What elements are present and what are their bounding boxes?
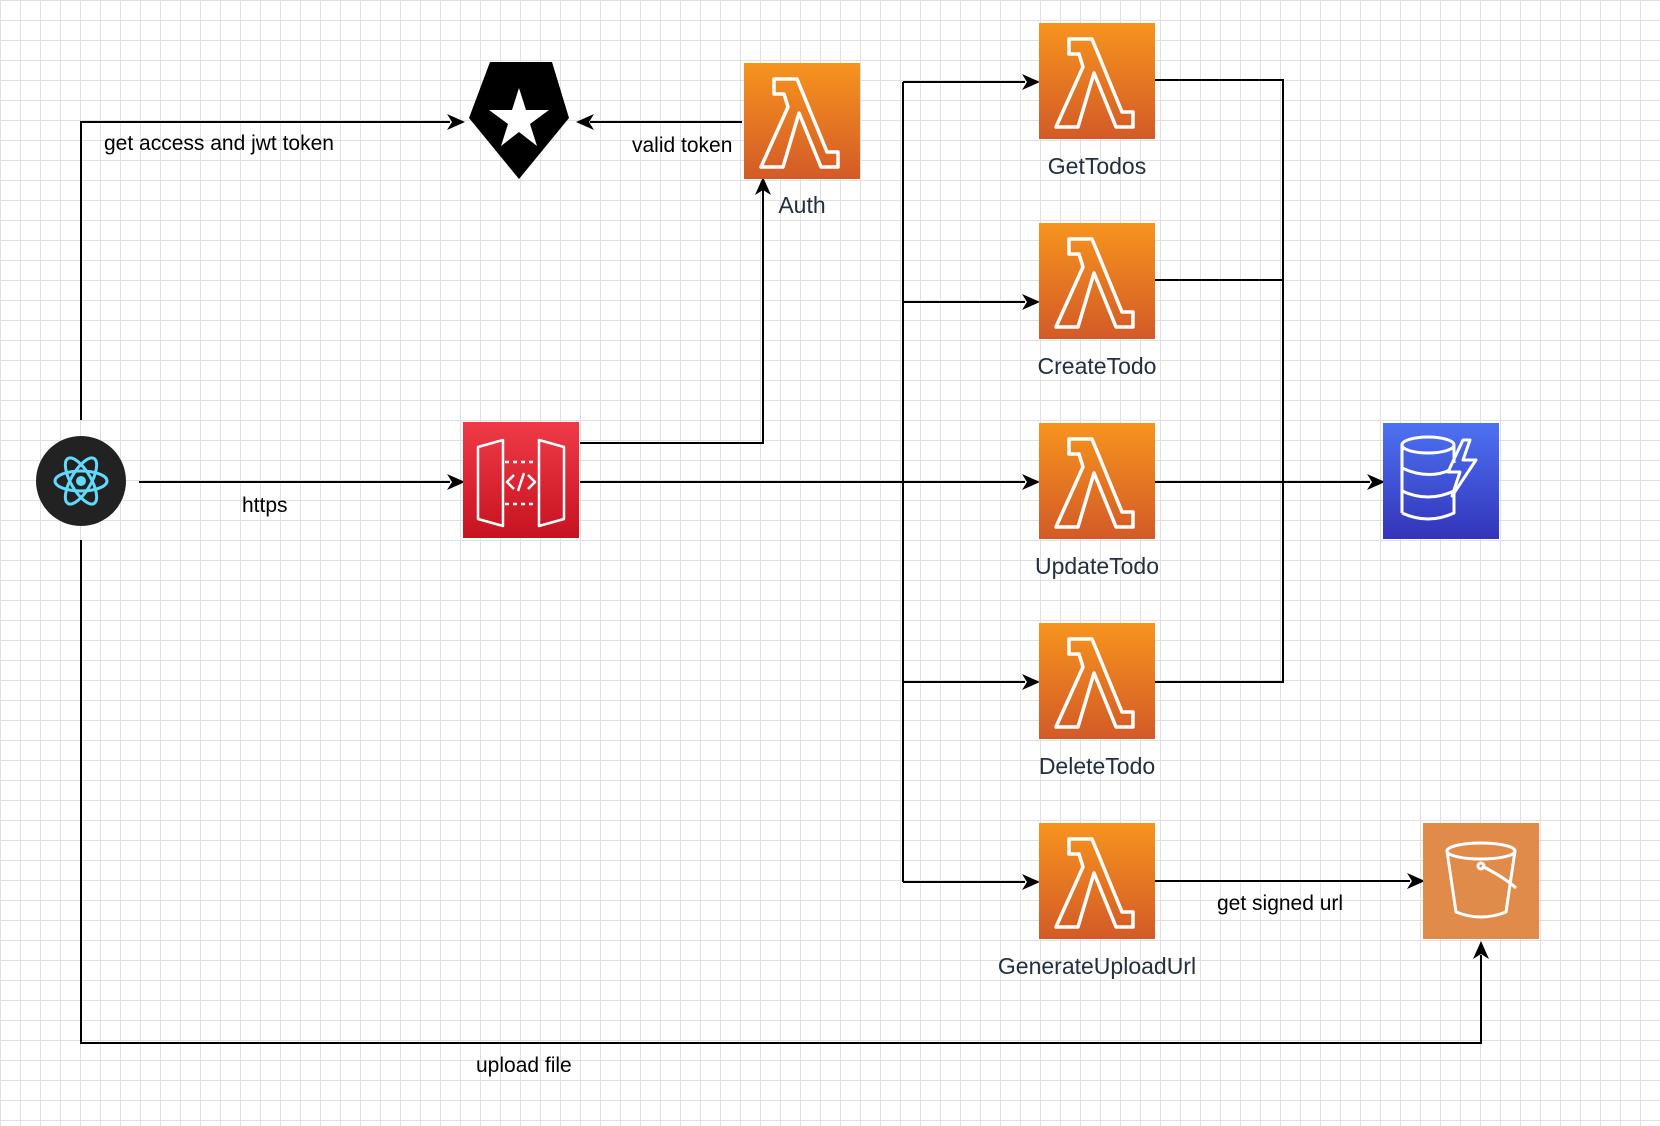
- api-gateway-icon: [476, 438, 566, 528]
- delete-todo-lambda-node[interactable]: [1039, 623, 1155, 739]
- dynamodb-icon: [1400, 435, 1478, 521]
- generate-upload-url-lambda-node[interactable]: [1039, 823, 1155, 939]
- create-todo-lambda-node[interactable]: [1039, 223, 1155, 339]
- get-todos-label: GetTodos: [1048, 153, 1146, 179]
- auth0-node[interactable]: [469, 62, 569, 179]
- edge-label-upload-file: upload file: [476, 1054, 572, 1077]
- edge-signed-url: [1155, 873, 1425, 889]
- edge-valid-token: [576, 114, 742, 130]
- create-todo-label: CreateTodo: [1038, 353, 1157, 379]
- react-client-node[interactable]: [36, 436, 126, 526]
- edge-label-https: https: [242, 494, 288, 517]
- edge-lambdas-to-dynamodb: [1155, 79, 1385, 683]
- generate-upload-url-label: GenerateUploadUrl: [998, 953, 1196, 979]
- edge-api-to-auth: [580, 177, 771, 444]
- get-todos-lambda-node[interactable]: [1039, 23, 1155, 139]
- edge-label-valid-token: valid token: [632, 134, 732, 157]
- s3-bucket-node[interactable]: [1423, 823, 1539, 939]
- dynamodb-node[interactable]: [1383, 423, 1499, 539]
- react-icon: [53, 456, 109, 506]
- edge-label-get-token: get access and jwt token: [104, 132, 334, 155]
- edge-api-to-lambdas: [580, 74, 1040, 890]
- update-todo-lambda-node[interactable]: [1039, 423, 1155, 539]
- delete-todo-label: DeleteTodo: [1039, 753, 1155, 779]
- auth0-shield-icon: [469, 62, 569, 179]
- edge-upload-file: [80, 540, 1489, 1044]
- edge-get-token: [80, 114, 465, 420]
- s3-bucket-icon: [1445, 841, 1518, 919]
- auth-lambda-node[interactable]: [744, 63, 860, 179]
- auth-lambda-label: Auth: [778, 192, 825, 218]
- edge-label-signed-url: get signed url: [1217, 892, 1343, 915]
- update-todo-label: UpdateTodo: [1035, 553, 1159, 579]
- api-gateway-node[interactable]: [463, 422, 579, 538]
- edge-https: [139, 474, 465, 490]
